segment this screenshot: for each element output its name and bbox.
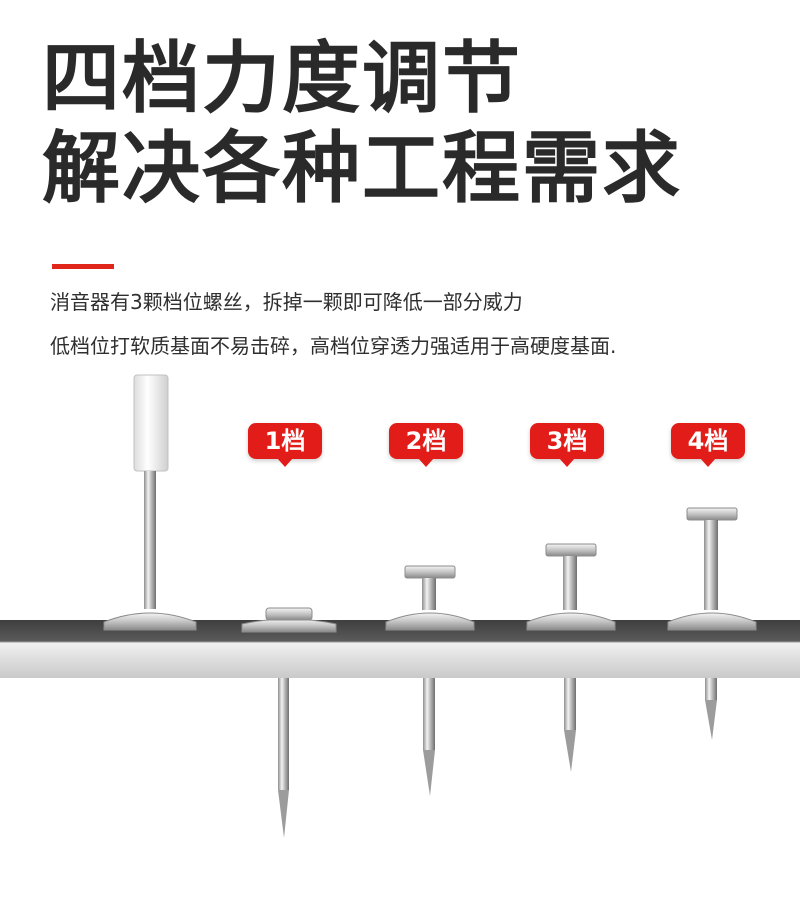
level-3-badge: 3档	[530, 423, 604, 467]
nail-depth-illustration	[0, 374, 800, 838]
level-1-badge: 1档	[248, 423, 322, 467]
description-line-1: 消音器有3颗档位螺丝，拆掉一颗即可降低一部分威力	[50, 290, 523, 314]
muffler-tool	[103, 374, 289, 838]
level-2-badge: 2档	[389, 423, 463, 467]
level-4-badge: 4档	[671, 423, 745, 467]
level-2-nail	[385, 565, 475, 796]
level-1-nail	[241, 607, 337, 633]
level-3-nail	[526, 543, 616, 772]
headline-line-1: 四档力度调节	[42, 34, 523, 124]
description-line-2: 低档位打软质基面不易击碎，高档位穿透力强适用于高硬度基面.	[50, 334, 617, 358]
headline-line-2: 解决各种工程需求	[42, 124, 683, 214]
level-4-nail	[667, 507, 757, 740]
surface-front	[0, 642, 800, 678]
accent-divider	[52, 264, 114, 269]
